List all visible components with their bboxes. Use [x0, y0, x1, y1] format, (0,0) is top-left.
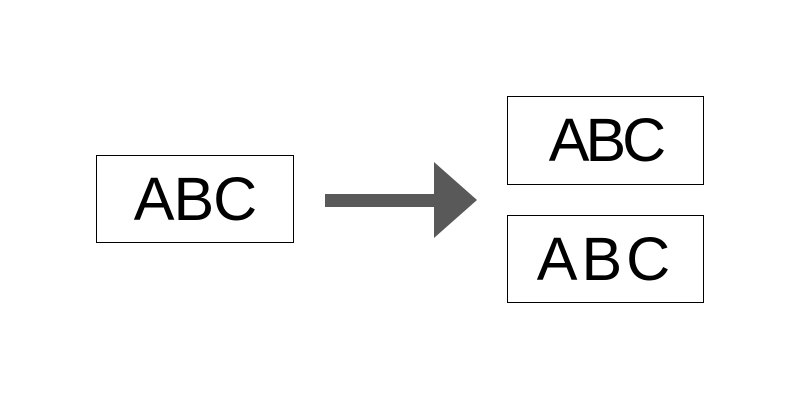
- source-text-box: ABC: [96, 155, 294, 243]
- arrow-right-icon: [325, 162, 477, 238]
- condensed-text: ABC: [548, 106, 666, 174]
- condensed-text-box: ABC: [507, 96, 704, 185]
- expanded-text-box: ABC: [507, 215, 704, 303]
- expanded-text: ABC: [536, 224, 675, 293]
- source-text: ABC: [133, 164, 257, 233]
